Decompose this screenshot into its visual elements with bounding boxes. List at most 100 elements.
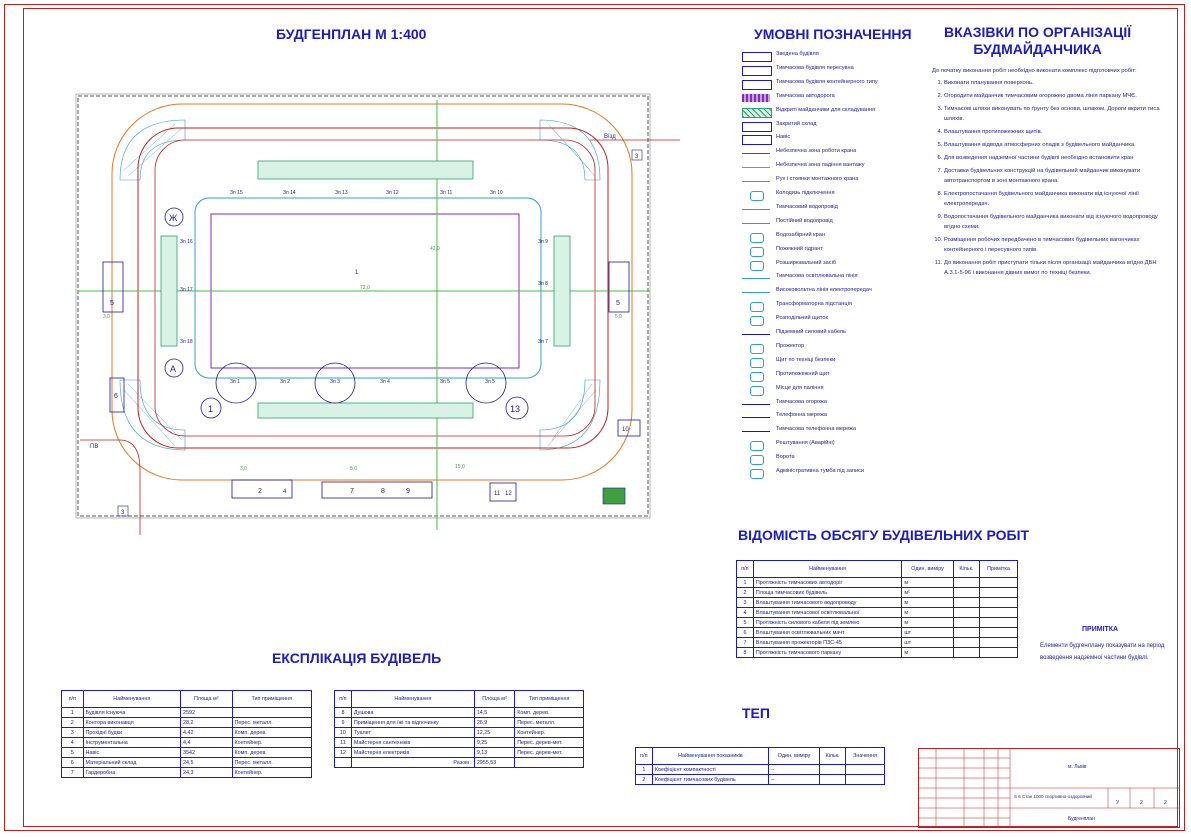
line-crane-icon xyxy=(742,177,770,183)
legend-item: Тимчасовий водопровід xyxy=(740,203,920,216)
table-cell: Інструментальна xyxy=(82,737,182,748)
label-6: 6 xyxy=(114,393,118,400)
table-cell: м xyxy=(901,647,954,658)
crane-mark: Зп 7 xyxy=(538,339,548,345)
hatch-road-icon xyxy=(742,93,770,102)
dim-label: 15,0 xyxy=(455,464,465,470)
table-cell: Протяжність силового кабеля під землею xyxy=(752,617,903,628)
table-cell xyxy=(979,597,1018,608)
legend-item: Телефонна мережа xyxy=(740,411,920,424)
table-cell: Матеріальний склад xyxy=(82,757,182,768)
building-5-left xyxy=(102,261,124,313)
rect-shed-icon xyxy=(742,135,772,146)
table-header: Площа м² xyxy=(473,690,516,708)
label-3-left: 3 xyxy=(121,510,125,516)
table-header: Один. виміру xyxy=(768,747,821,765)
notes-list: Виконати планування поверхонь.Огородити … xyxy=(930,78,1160,278)
cable-icon xyxy=(742,330,770,335)
table-cell: 4.42 xyxy=(180,727,233,738)
building-number: 1 xyxy=(355,270,359,276)
note-item: Електропостачання будівельного майданчик… xyxy=(944,189,1160,209)
legend-label: Адміністративна тумба під записи xyxy=(776,468,865,474)
dim-label: 5,0 xyxy=(615,314,622,320)
table-cell: Майстерня електриків xyxy=(350,747,475,758)
table-cell xyxy=(231,707,312,718)
crane-position-3 xyxy=(465,362,507,404)
table-cell xyxy=(952,577,981,588)
dim-label: 3,0 xyxy=(240,466,247,472)
volume-title: ВІДОМІСТЬ ОБСЯГУ БУДІВЕЛЬНИХ РОБІТ xyxy=(738,527,1030,543)
table-cell: 1 xyxy=(635,764,653,775)
scaffold-icon xyxy=(750,441,764,452)
legend-label: Небезпечна зона падіння вантажу xyxy=(776,162,865,169)
crane-mark: Зп 14 xyxy=(283,190,296,196)
stamp-sheet-c: 2 xyxy=(1164,800,1167,806)
table-cell: – xyxy=(768,774,821,785)
table-cell: м xyxy=(901,607,954,618)
total-label: Разом : xyxy=(350,757,475,768)
crane-mark: Зп 17 xyxy=(180,287,193,293)
table-cell: 2 xyxy=(635,774,653,785)
legend-item: Відкриті майданчики для складування xyxy=(740,106,920,119)
rect-closed-icon xyxy=(742,121,772,132)
rect-building-icon xyxy=(742,52,772,62)
table-cell: Перес. металл. xyxy=(231,757,312,768)
legend-label: Місце для паління xyxy=(776,384,824,391)
legend-label: Закритий склад xyxy=(776,120,817,127)
fence-icon xyxy=(742,400,770,405)
callout-13-label: 13 xyxy=(510,404,520,414)
table-cell: Будівля існуюча xyxy=(82,707,182,718)
legend-label: Тимчасова огорожа xyxy=(776,398,827,405)
notice-icon xyxy=(750,469,764,479)
transformer-substation xyxy=(602,487,626,505)
note-item: Розміщення робочих передбачено в тимчасо… xyxy=(944,235,1160,255)
legend-item: Зведена будівля xyxy=(740,50,920,63)
table-header: Площа м² xyxy=(180,690,233,708)
stamp-sheet-a: У xyxy=(1116,800,1120,806)
legend-item: Тимчасова будівля контейнерного типу xyxy=(740,78,920,91)
storage-areas xyxy=(160,160,571,419)
table-cell: 5 xyxy=(736,617,754,628)
legend-item: Адміністративна тумба під записи xyxy=(740,467,920,480)
note-item: Виконати планування поверхонь. xyxy=(944,78,1160,88)
line-orange-icon xyxy=(742,163,770,169)
table-cell: Перес. металл. xyxy=(231,717,312,728)
table-header: Найменування xyxy=(752,560,903,578)
site-fence xyxy=(77,95,649,517)
table-cell: 1 xyxy=(61,707,84,718)
table-cell: Туалет xyxy=(350,727,475,738)
crane-mark: Зп 5 xyxy=(440,379,450,385)
legend-item: Тимчасова огорожа xyxy=(740,398,920,411)
legend-item: Небезпечна зона падіння вантажу xyxy=(740,161,920,174)
legend-item: Рух і стоянки монтажного крана xyxy=(740,175,920,188)
table-header: Найменування xyxy=(350,690,475,708)
legend-label: Колодязь підключення xyxy=(776,190,835,196)
table-cell: Прохідні будки xyxy=(82,727,182,738)
drawing-frame-inner xyxy=(23,8,1178,827)
crane-mark: Зп 2 xyxy=(280,379,290,385)
table-cell: 7 xyxy=(736,637,754,648)
table-cell: Протяжність тимчасових автодоріг xyxy=(752,577,903,588)
label-4: 4 xyxy=(283,489,287,495)
crane-position-2 xyxy=(314,362,356,404)
plan-title: БУДГЕНПЛАН М 1:400 xyxy=(276,26,427,42)
crane-mark: Зп 18 xyxy=(180,339,193,345)
dim-label: 3,0 xyxy=(103,314,110,320)
site-boundary xyxy=(75,93,651,519)
table-cell: 24,3 xyxy=(180,767,233,778)
label-9: 9 xyxy=(406,488,410,495)
table-cell: Комп. дерев. xyxy=(514,707,584,718)
hydrant-icon xyxy=(750,246,764,257)
legend-label: Розширювальний засіб xyxy=(776,259,837,266)
table-cell xyxy=(979,627,1018,638)
table-cell: Влаштування освітлювальних мачт xyxy=(752,627,903,638)
table-cell: 12 xyxy=(334,747,352,758)
